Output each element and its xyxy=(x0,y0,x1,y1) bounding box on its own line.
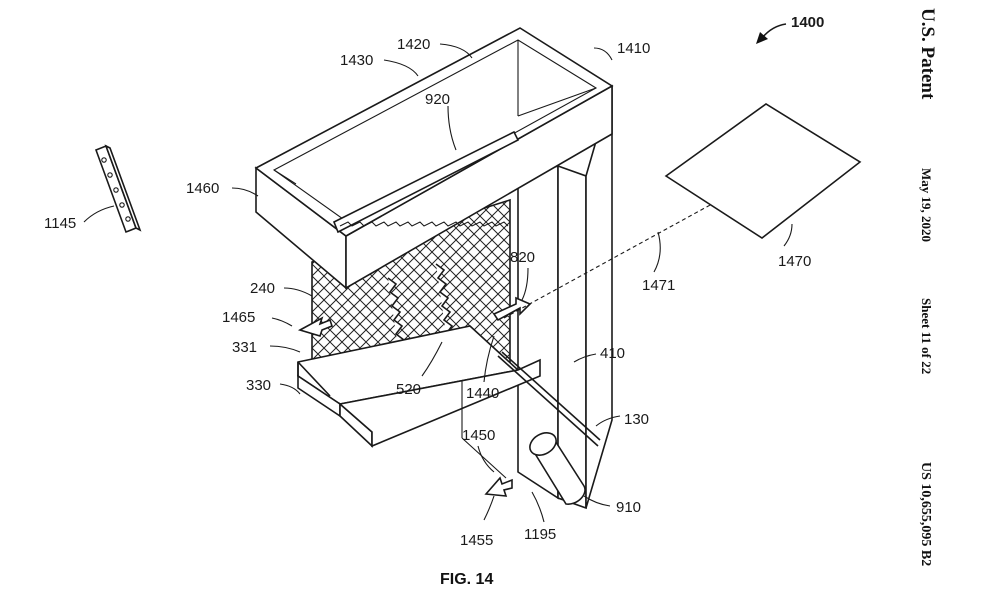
arrow-1455 xyxy=(484,476,513,497)
label-1410: 1410 xyxy=(617,40,650,57)
label-1440: 1440 xyxy=(466,385,499,402)
figure-caption: FIG. 14 xyxy=(440,571,493,588)
label-1465: 1465 xyxy=(222,309,255,326)
rod-130 xyxy=(497,351,601,447)
label-1470: 1470 xyxy=(778,253,811,270)
label-331: 331 xyxy=(232,339,257,356)
label-130: 130 xyxy=(624,411,649,428)
label-410: 410 xyxy=(600,345,625,362)
label-920: 920 xyxy=(425,91,450,108)
label-820: 820 xyxy=(510,249,535,266)
arrow-820 xyxy=(492,296,532,322)
label-1450: 1450 xyxy=(462,427,495,444)
label-1430: 1430 xyxy=(340,52,373,69)
side-header: U.S. Patent May 19, 2020 Sheet 11 of 22 … xyxy=(917,8,938,566)
cylinder-910 xyxy=(529,432,586,505)
header-sheet: Sheet 11 of 22 xyxy=(919,298,934,374)
header-office: U.S. Patent xyxy=(917,8,938,100)
label-1400: 1400 xyxy=(791,14,824,31)
perforated-strip-1145 xyxy=(94,144,142,234)
header-patent-number: US 10,655,095 B2 xyxy=(918,462,933,566)
arrow-1465 xyxy=(297,316,333,337)
label-1460: 1460 xyxy=(186,180,219,197)
sheet-1470 xyxy=(664,103,862,239)
label-240: 240 xyxy=(250,280,275,297)
label-1195: 1195 xyxy=(524,526,556,543)
top-hopper-1460 xyxy=(254,27,614,290)
label-910: 910 xyxy=(616,499,641,516)
figure-reference: 1400 xyxy=(756,14,824,44)
label-1455: 1455 xyxy=(460,532,493,549)
leader-lines xyxy=(83,43,793,523)
header-date: May 19, 2020 xyxy=(919,168,934,242)
reference-numerals: 1145 1460 1430 1420 1410 920 240 1465 33… xyxy=(44,36,811,549)
dashed-projection-1471 xyxy=(503,203,713,319)
ref-arrowhead xyxy=(756,32,768,44)
label-1471: 1471 xyxy=(642,277,675,294)
label-1145: 1145 xyxy=(44,215,76,232)
label-520: 520 xyxy=(396,381,421,398)
bottom-tray-330 xyxy=(297,325,541,448)
label-1420: 1420 xyxy=(397,36,430,53)
label-330: 330 xyxy=(246,377,271,394)
